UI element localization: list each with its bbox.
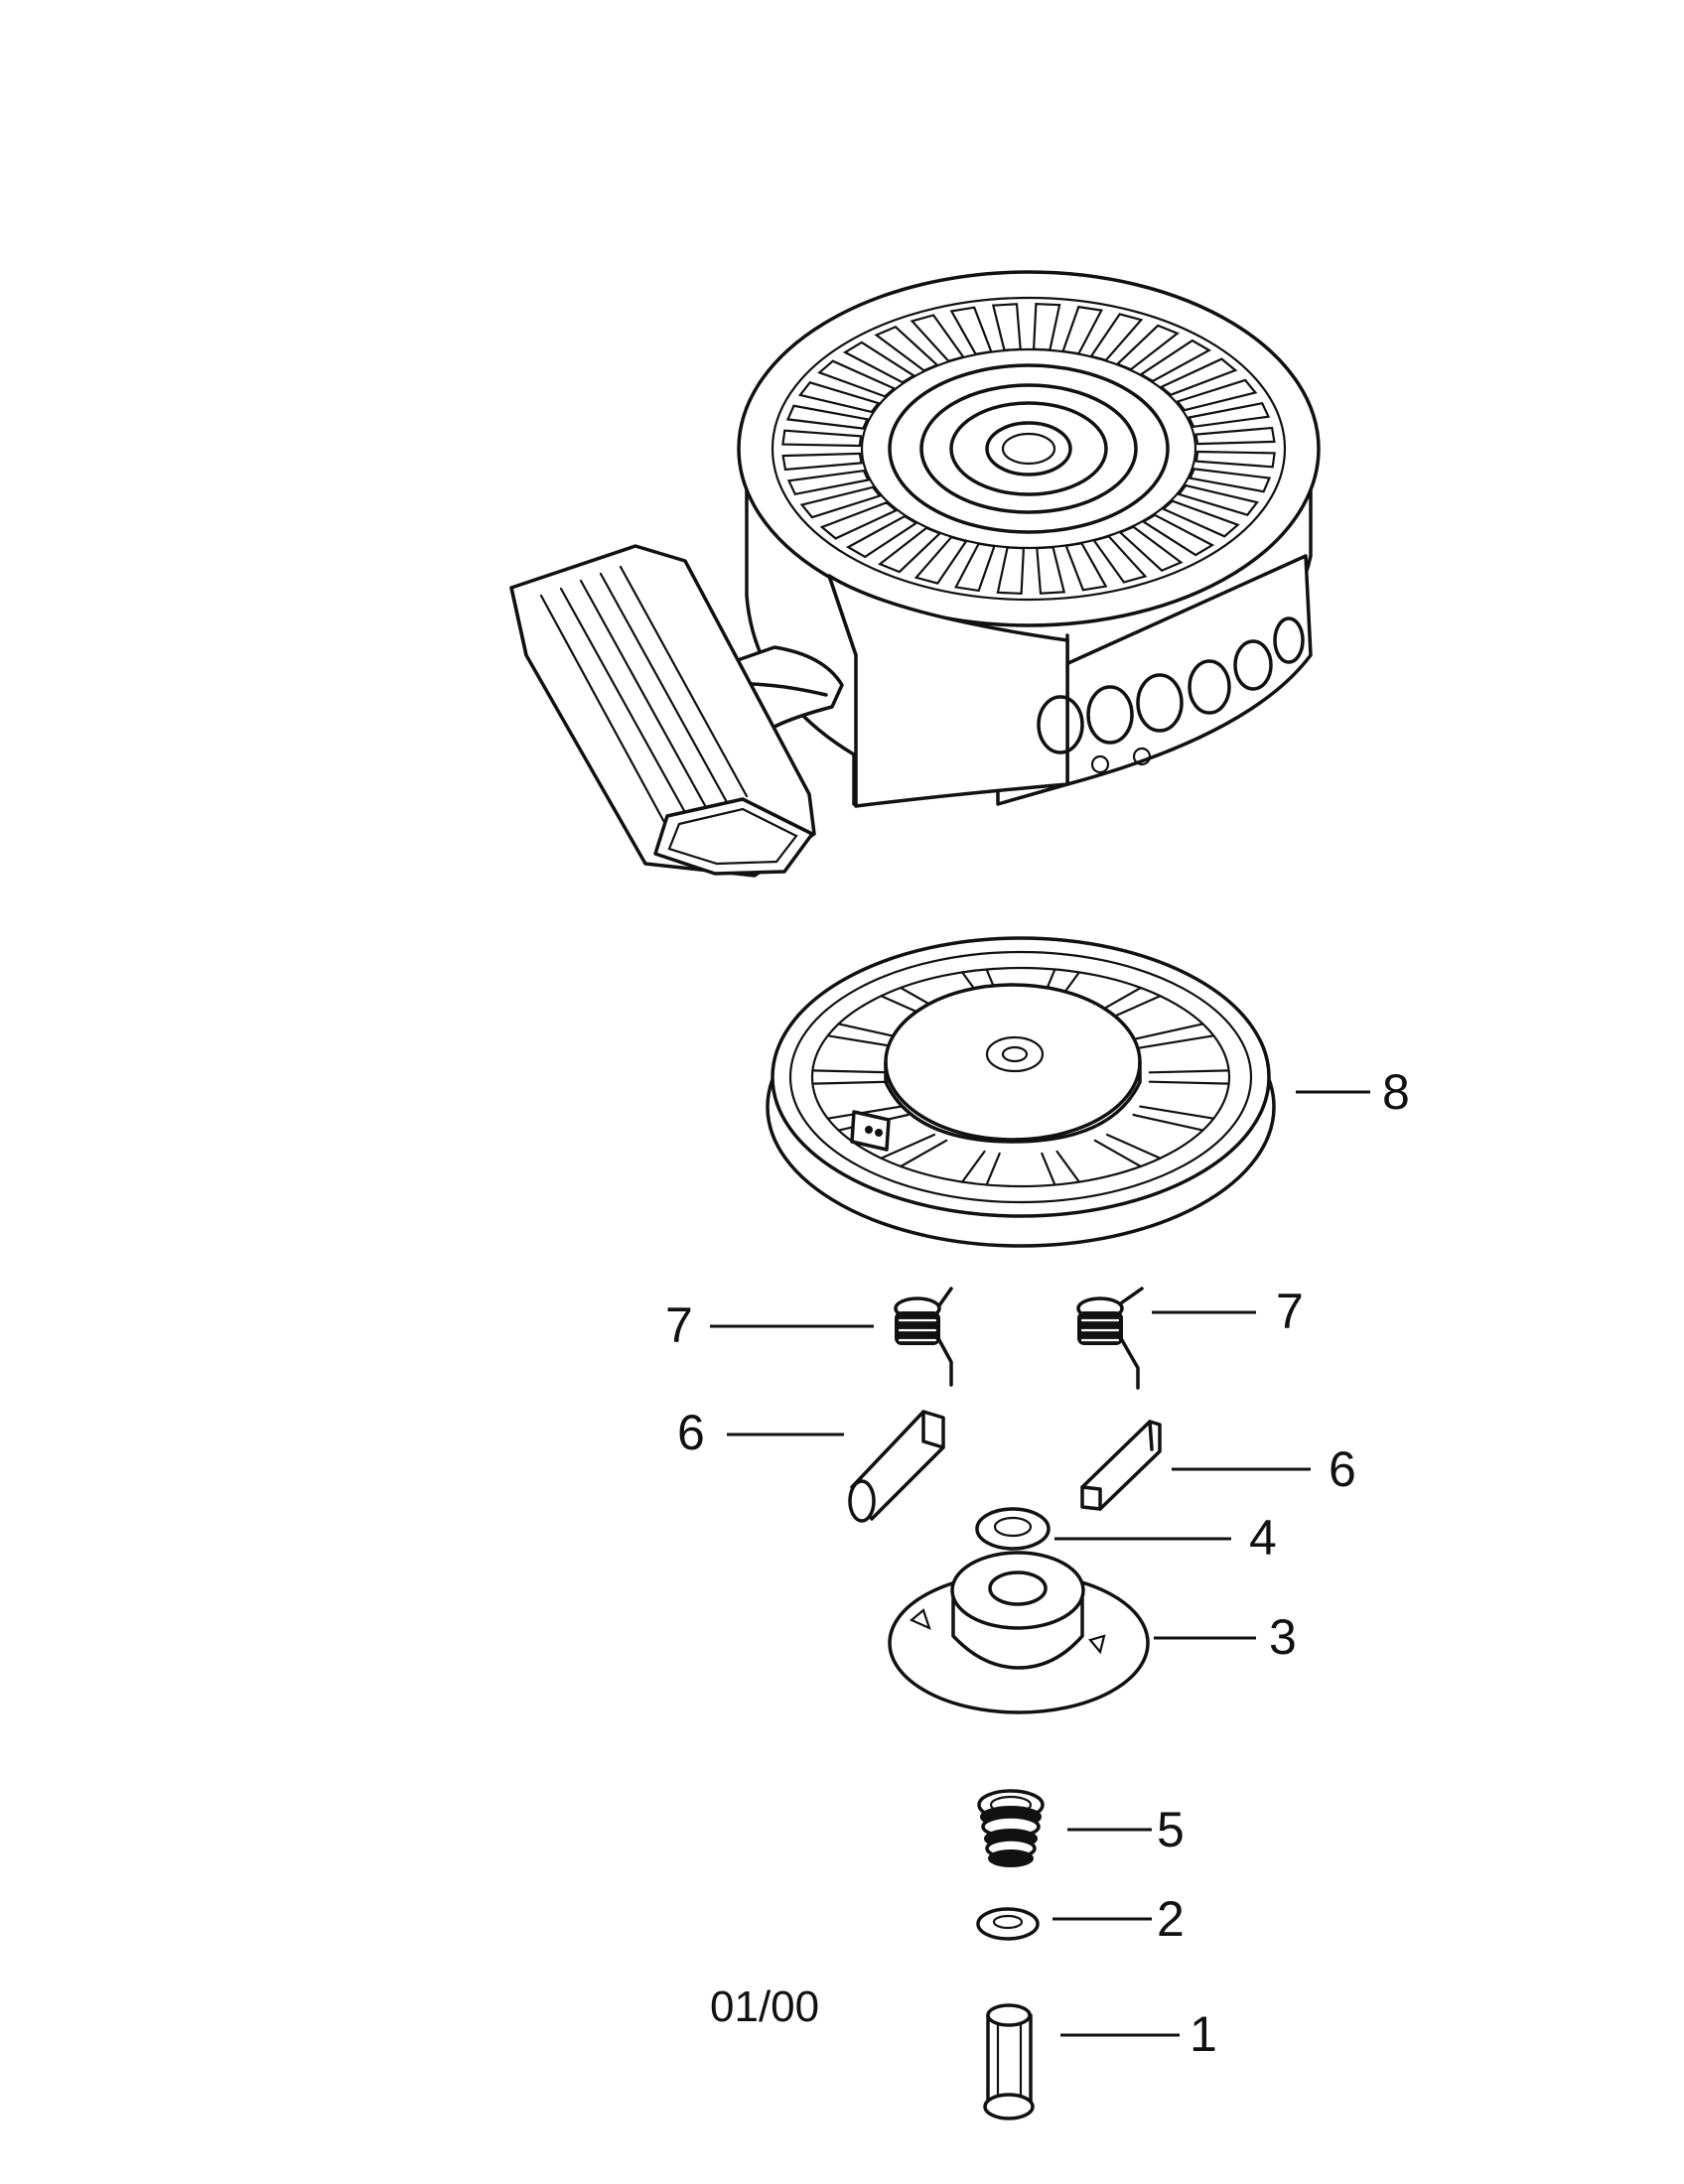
- callout-3: 3: [1269, 1609, 1297, 1665]
- washer: [975, 1507, 1051, 1551]
- pulley-spoke: [1132, 1023, 1204, 1041]
- louver-slot: [845, 514, 918, 559]
- louver-slot: [1194, 450, 1276, 469]
- louver-slot: [954, 542, 996, 593]
- louver-slot: [996, 546, 1026, 596]
- louver-slot: [781, 429, 863, 448]
- pull-handle: [509, 544, 816, 878]
- louver-slot: [785, 404, 869, 430]
- pulley-spoke: [811, 1080, 894, 1085]
- louver-slot: [1115, 324, 1180, 371]
- louver-slot: [1159, 357, 1238, 396]
- louver-slot: [913, 535, 968, 585]
- pulley-spoke: [811, 1069, 894, 1074]
- louver-slot: [781, 452, 863, 472]
- pulley-spoke: [960, 1150, 986, 1183]
- brake-spring: [977, 1789, 1045, 1867]
- pulley-spoke: [1139, 1105, 1215, 1120]
- callout-7-right: 7: [1276, 1284, 1304, 1339]
- leader-lines: [710, 1090, 1370, 2037]
- louver-slot: [1064, 542, 1108, 592]
- callout-6-left: 6: [677, 1405, 705, 1460]
- callout-7-left: 7: [665, 1297, 693, 1353]
- callout-6-right: 6: [1329, 1441, 1356, 1497]
- louver-slot: [799, 485, 882, 519]
- vent-holes: [1037, 616, 1305, 774]
- pulley-spoke: [1093, 1139, 1143, 1168]
- date-code: 01/00: [710, 1982, 820, 2031]
- louver-slot: [910, 314, 965, 362]
- louver-slot: [1194, 426, 1276, 446]
- pulley-spoke: [1105, 1133, 1162, 1160]
- retainer: [888, 1551, 1150, 1714]
- louver-slot: [1141, 513, 1215, 557]
- louver-slot: [1036, 546, 1066, 595]
- callout-2: 2: [1157, 1891, 1185, 1947]
- louver-slot: [1188, 401, 1271, 428]
- louver-slot: [1139, 339, 1212, 383]
- pulley-spoke: [1055, 1150, 1081, 1183]
- pulley-spoke: [1132, 1113, 1204, 1132]
- louver-slot: [1089, 313, 1144, 362]
- louver-slot: [949, 306, 993, 355]
- louver-slot: [1189, 468, 1272, 493]
- pulley-spoke: [1148, 1080, 1230, 1085]
- louver-slot: [1176, 378, 1258, 412]
- louver-slot: [1177, 483, 1260, 516]
- louver-slot: [1161, 499, 1240, 538]
- louver-slot: [842, 341, 916, 384]
- callout-1: 1: [1190, 2006, 1217, 2062]
- pulley-spoke: [985, 1152, 1001, 1186]
- pulley-spoke: [826, 1105, 903, 1120]
- louver-slot: [878, 526, 942, 574]
- pawl-right: [1080, 1420, 1162, 1511]
- pawl-left: [848, 1410, 945, 1523]
- callout-4: 4: [1249, 1510, 1277, 1566]
- pin: [983, 2003, 1035, 2120]
- louver-slot: [1032, 302, 1061, 351]
- louver-slot: [797, 381, 881, 414]
- callout-5: 5: [1157, 1802, 1185, 1857]
- starter-housing-assembly: [509, 270, 1321, 878]
- louver-slot: [991, 303, 1022, 351]
- pulley: [766, 936, 1276, 1248]
- louver-slot: [874, 326, 939, 372]
- spring-right: [1076, 1287, 1144, 1390]
- louver-slot: [1061, 305, 1103, 355]
- small-washer: [976, 1907, 1040, 1941]
- louver-slot: [1118, 525, 1184, 572]
- pulley-spoke: [1139, 1034, 1215, 1049]
- spring-left: [894, 1287, 953, 1387]
- louver-slot: [819, 501, 899, 540]
- louver-slot: [786, 470, 870, 496]
- louvers: [781, 302, 1276, 596]
- pulley-spoke: [880, 1133, 936, 1160]
- louver-slot: [817, 359, 897, 398]
- louver-slot: [1092, 535, 1148, 584]
- callout-8: 8: [1382, 1064, 1410, 1120]
- pulley-spoke: [1041, 1152, 1056, 1186]
- pulley-spoke: [1148, 1069, 1230, 1074]
- louver-ring: [771, 296, 1287, 602]
- pulley-spoke: [899, 1139, 948, 1168]
